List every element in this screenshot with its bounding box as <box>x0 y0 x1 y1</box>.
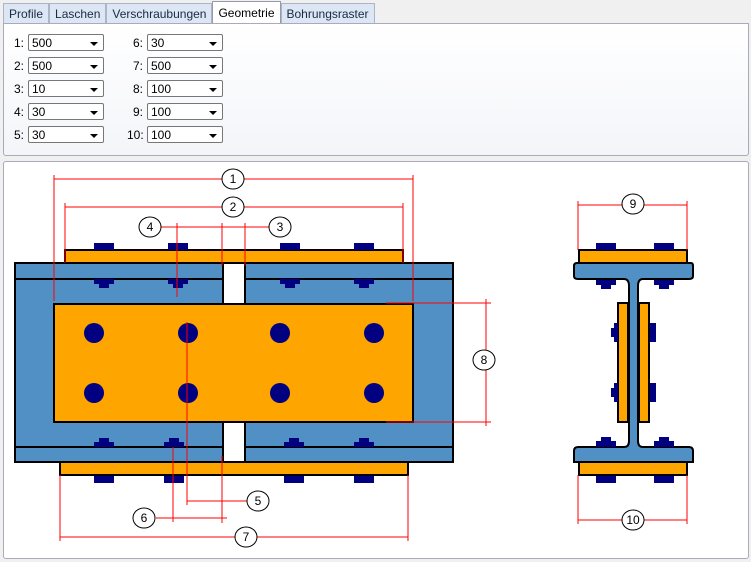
web-plate <box>53 303 414 423</box>
marker-6 <box>132 507 156 529</box>
tab-bohrungsraster[interactable]: Bohrungsraster <box>280 3 375 23</box>
dim-6-select[interactable]: 30 <box>147 34 223 51</box>
marker-10-label: 10 <box>626 513 640 527</box>
dim-8-select[interactable]: 100 <box>147 80 223 97</box>
field-label: 5: <box>13 127 24 142</box>
tab-bar: Profile Laschen Verschraubungen Geometri… <box>3 1 375 23</box>
side-view <box>14 249 454 476</box>
tab-geometrie[interactable]: Geometrie <box>212 1 281 23</box>
field-label: 1: <box>13 35 24 50</box>
dim-7-select[interactable]: 500 <box>147 57 223 74</box>
marker-9-label: 9 <box>630 197 637 211</box>
marker-4 <box>138 216 162 238</box>
marker-1 <box>221 168 245 190</box>
field-label: 2: <box>13 58 24 73</box>
marker-5 <box>246 490 270 512</box>
field-label: 9: <box>132 104 143 119</box>
bottom-flange-plate <box>59 461 409 476</box>
tab-laschen[interactable]: Laschen <box>49 3 107 23</box>
geometry-drawing: 1 2 3 4 5 6 7 8 9 10 <box>3 161 749 559</box>
section-bolts <box>596 243 674 483</box>
dim-1-select[interactable]: 500 <box>28 34 104 51</box>
marker-6-label: 6 <box>141 511 148 525</box>
field-label: 4: <box>13 104 24 119</box>
cross-section <box>573 249 694 476</box>
dim-2-select[interactable]: 500 <box>28 57 104 74</box>
marker-7-label: 7 <box>243 530 250 544</box>
dim-10-select[interactable]: 100 <box>147 126 223 143</box>
dim-9-select[interactable]: 100 <box>147 103 223 120</box>
marker-1-label: 1 <box>230 172 237 186</box>
marker-2-label: 2 <box>230 200 237 214</box>
tab-verschraubungen[interactable]: Verschraubungen <box>106 3 213 23</box>
marker-9 <box>621 193 645 215</box>
bolts <box>84 243 384 483</box>
top-flange-plate <box>64 249 404 264</box>
marker-3 <box>268 216 292 238</box>
field-label: 10: <box>127 127 144 142</box>
marker-8-label: 8 <box>481 353 488 367</box>
field-label: 6: <box>132 35 143 50</box>
marker-7 <box>234 526 258 548</box>
marker-8 <box>472 349 496 371</box>
marker-3-label: 3 <box>277 220 284 234</box>
marker-4-label: 4 <box>147 220 154 234</box>
marker-5-label: 5 <box>255 494 262 508</box>
field-label: 3: <box>13 81 24 96</box>
geometry-panel: 1: 500 2: 500 3: 10 4: 30 5: 30 6: 30 7: 500 8:… <box>3 23 749 156</box>
field-label: 7: <box>132 58 143 73</box>
marker-2 <box>221 196 245 218</box>
field-label: 8: <box>132 81 143 96</box>
dim-4-select[interactable]: 30 <box>28 103 104 120</box>
marker-10 <box>621 509 645 531</box>
dim-3-select[interactable]: 10 <box>28 80 104 97</box>
joint-diagram: 1 2 3 4 5 6 7 8 9 10 <box>14 168 694 548</box>
dim-5-select[interactable]: 30 <box>28 126 104 143</box>
tab-profile[interactable]: Profile <box>3 3 50 23</box>
dimension-markers <box>132 168 645 548</box>
